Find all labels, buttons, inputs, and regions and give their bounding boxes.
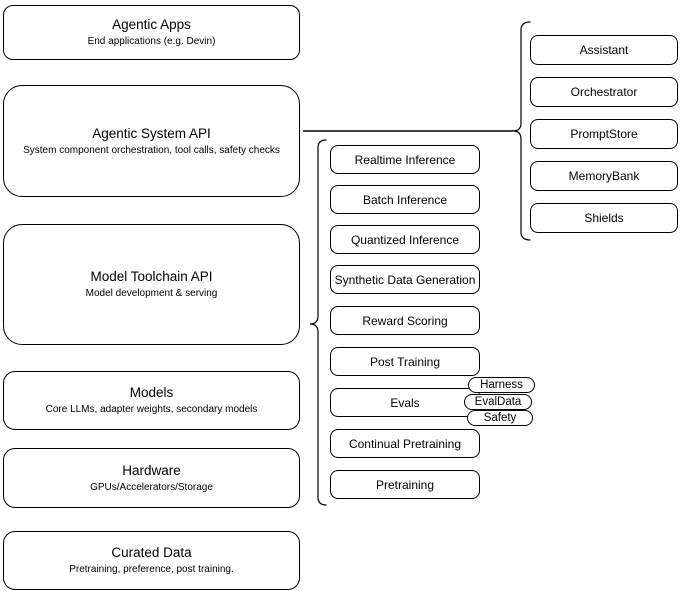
node-label: Evals [390, 395, 420, 410]
layer-title: Models [129, 385, 174, 400]
layer-subtitle: End applications (e.g. Devin) [87, 36, 216, 47]
node-label: Quantized Inference [350, 232, 460, 247]
layer-box-curated-data: Curated Data Pretraining, preference, po… [3, 531, 300, 590]
layer-subtitle: Model development & serving [85, 288, 218, 299]
node-label: Realtime Inference [354, 152, 456, 167]
toolchain-brace [309, 139, 327, 506]
layer-title: Curated Data [111, 545, 192, 560]
node-label: Synthetic Data Generation [334, 272, 476, 287]
layer-subtitle: System component orchestration, tool cal… [23, 144, 280, 156]
node-assistant: Assistant [530, 35, 678, 65]
node-synthetic-data-generation: Synthetic Data Generation [330, 265, 480, 294]
tag-label: EvalData [474, 396, 522, 408]
node-label: Post Training [369, 354, 441, 369]
layer-box-hardware: Hardware GPUs/Accelerators/Storage [3, 448, 300, 508]
node-batch-inference: Batch Inference [330, 185, 480, 214]
layer-subtitle: GPUs/Accelerators/Storage [90, 481, 213, 493]
tag-harness: Harness [468, 377, 535, 393]
node-evals: Evals [330, 388, 480, 417]
layer-subtitle: Pretraining, preference, post training. [69, 564, 234, 575]
node-label: MemoryBank [568, 169, 640, 183]
node-post-training: Post Training [330, 347, 480, 376]
node-label: PromptStore [570, 127, 638, 141]
node-label: Assistant [579, 43, 629, 57]
layer-box-agentic-apps: Agentic Apps End applications (e.g. Devi… [3, 5, 300, 60]
node-promptstore: PromptStore [530, 119, 678, 149]
node-memorybank: MemoryBank [530, 161, 678, 191]
layer-title: Model Toolchain API [90, 269, 213, 284]
tag-evaldata: EvalData [464, 394, 532, 410]
tag-safety: Safety [467, 410, 533, 426]
node-realtime-inference: Realtime Inference [330, 145, 480, 174]
system-components-brace [512, 21, 531, 241]
layer-box-model-toolchain-api: Model Toolchain API Model development & … [3, 224, 300, 345]
layer-box-agentic-system-api: Agentic System API System component orch… [3, 85, 300, 197]
node-pretraining: Pretraining [330, 470, 480, 499]
node-label: Pretraining [375, 477, 435, 492]
node-shields: Shields [530, 203, 678, 233]
node-orchestrator: Orchestrator [530, 77, 678, 107]
layer-box-models: Models Core LLMs, adapter weights, secon… [3, 371, 300, 430]
node-quantized-inference: Quantized Inference [330, 225, 480, 254]
node-label: Batch Inference [362, 192, 448, 207]
node-label: Shields [584, 211, 624, 225]
node-continual-pretraining: Continual Pretraining [330, 429, 480, 458]
layer-title: Agentic System API [92, 125, 211, 141]
node-label: Reward Scoring [362, 313, 448, 328]
tag-label: Safety [483, 412, 517, 424]
node-label: Orchestrator [570, 85, 638, 99]
tag-label: Harness [480, 379, 523, 391]
layer-title: Hardware [122, 462, 181, 478]
node-reward-scoring: Reward Scoring [330, 306, 480, 335]
node-label: Continual Pretraining [348, 436, 462, 451]
layer-title: Agentic Apps [112, 17, 191, 32]
layer-subtitle: Core LLMs, adapter weights, secondary mo… [45, 404, 258, 415]
